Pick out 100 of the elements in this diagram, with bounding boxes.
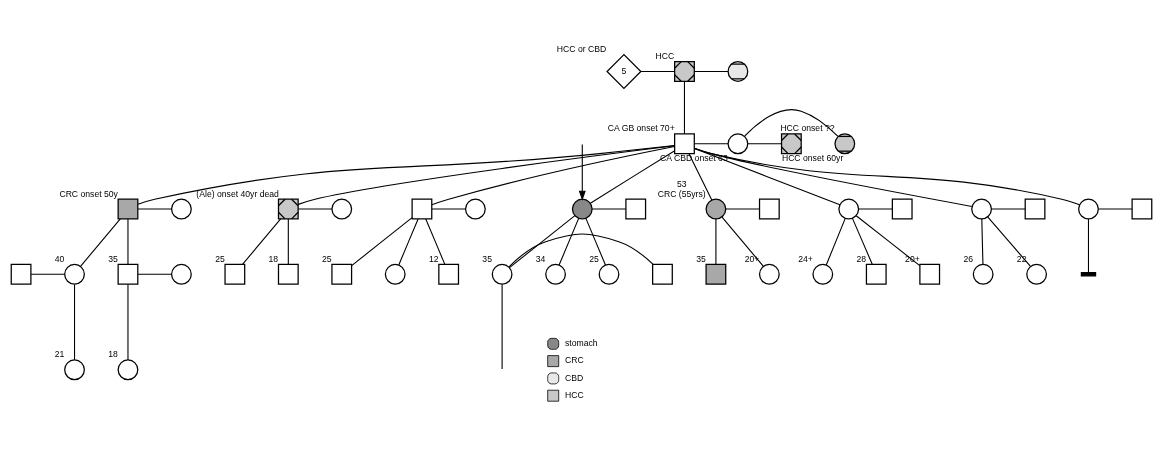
- legend-label: CBD: [564, 372, 584, 383]
- node-label: 35: [696, 253, 706, 264]
- arrow: [578, 144, 586, 201]
- node-label: HCC: [655, 51, 675, 62]
- connector: [508, 215, 576, 269]
- node-circle: [1026, 263, 1048, 285]
- connector: [508, 233, 654, 268]
- node-label: 22: [1016, 253, 1027, 264]
- node-box: [705, 263, 727, 285]
- node-label: 28: [856, 253, 867, 264]
- connector: [425, 218, 446, 265]
- connector: [744, 109, 839, 137]
- connector: [991, 208, 1026, 210]
- connector: [73, 283, 76, 361]
- node-label: 25: [589, 253, 599, 264]
- connector: [79, 218, 121, 267]
- node-label: 25: [215, 253, 225, 264]
- connector: [585, 217, 606, 266]
- connector: [431, 145, 676, 206]
- connector: [127, 218, 129, 265]
- node-box: [1024, 198, 1046, 220]
- connector: [1087, 218, 1090, 274]
- connector: [688, 153, 713, 201]
- node-circle: [545, 263, 566, 285]
- node-circle: [64, 359, 85, 381]
- connector: [683, 80, 685, 135]
- connector: [851, 217, 873, 265]
- node-circle: [117, 359, 139, 381]
- connector: [137, 273, 173, 275]
- connector: [715, 218, 717, 265]
- legend-label: stomach: [564, 338, 598, 349]
- node-circle: [972, 263, 994, 285]
- node-label: 35: [482, 253, 492, 264]
- connector: [431, 208, 467, 210]
- node-bar: [1080, 272, 1097, 277]
- node-circle: [170, 198, 192, 220]
- node-box: [891, 198, 913, 220]
- connector: [297, 208, 333, 210]
- connector: [127, 283, 129, 361]
- node-box: [674, 133, 695, 155]
- node-box: [865, 263, 887, 285]
- node-label: 53: [676, 179, 687, 190]
- connector: [981, 218, 984, 265]
- node-circle: [705, 198, 727, 220]
- connector: [858, 208, 893, 210]
- node-box: [438, 263, 460, 285]
- node-label: CRC onset 50y: [59, 188, 118, 199]
- node-circle: [838, 198, 860, 220]
- connector: [137, 145, 676, 205]
- node-label: 34: [535, 253, 546, 264]
- node-label: HCC onset 60yr: [781, 152, 844, 163]
- node-circle: [1078, 198, 1099, 220]
- connector: [640, 70, 676, 73]
- node-box: [277, 263, 299, 285]
- connector: [589, 150, 675, 204]
- connector: [351, 217, 413, 267]
- node-circle: [727, 133, 749, 155]
- node-label: CA GB onset 70+: [607, 123, 675, 134]
- connector: [987, 216, 1031, 267]
- node-circle: [491, 263, 513, 285]
- node-label: 21: [54, 349, 65, 360]
- connector: [501, 283, 503, 370]
- node-label: CRC (55yrs): [657, 188, 706, 199]
- node-circle: [64, 263, 85, 285]
- connector: [693, 143, 729, 145]
- node-box: [224, 263, 246, 285]
- node-label: 24+: [798, 253, 813, 264]
- node-box: [117, 198, 139, 220]
- legend-label: CRC: [564, 355, 584, 366]
- node-circle: [170, 263, 192, 285]
- node-circle: [971, 198, 993, 220]
- connector: [30, 273, 66, 275]
- node-box: [411, 198, 433, 220]
- legend-label: HCC: [564, 389, 584, 400]
- connector: [591, 208, 627, 210]
- node-circle: [331, 198, 353, 220]
- node-circle: [571, 198, 593, 220]
- node-label: 18: [108, 349, 118, 360]
- node-circle: [598, 263, 620, 285]
- node-box: [331, 263, 353, 285]
- node-box: [652, 263, 673, 285]
- connector: [725, 208, 761, 210]
- node-label: 20+: [744, 253, 760, 264]
- node-circle: [464, 198, 486, 220]
- connector: [1097, 208, 1133, 210]
- connector: [747, 143, 783, 145]
- connector: [287, 218, 289, 265]
- connector: [398, 218, 419, 266]
- connector: [137, 208, 173, 210]
- node-label: HCC or CBD: [556, 44, 607, 55]
- node-label: 35: [108, 253, 118, 264]
- node-label: 26: [963, 253, 974, 264]
- node-box: [117, 263, 139, 285]
- node-circle: [812, 263, 834, 285]
- node-diamond: 5: [606, 53, 642, 90]
- node-circle: [384, 263, 406, 285]
- node-circle: [758, 263, 780, 285]
- node-label: 18: [268, 253, 279, 264]
- node-label: 40: [54, 253, 65, 264]
- node-box: [10, 263, 32, 285]
